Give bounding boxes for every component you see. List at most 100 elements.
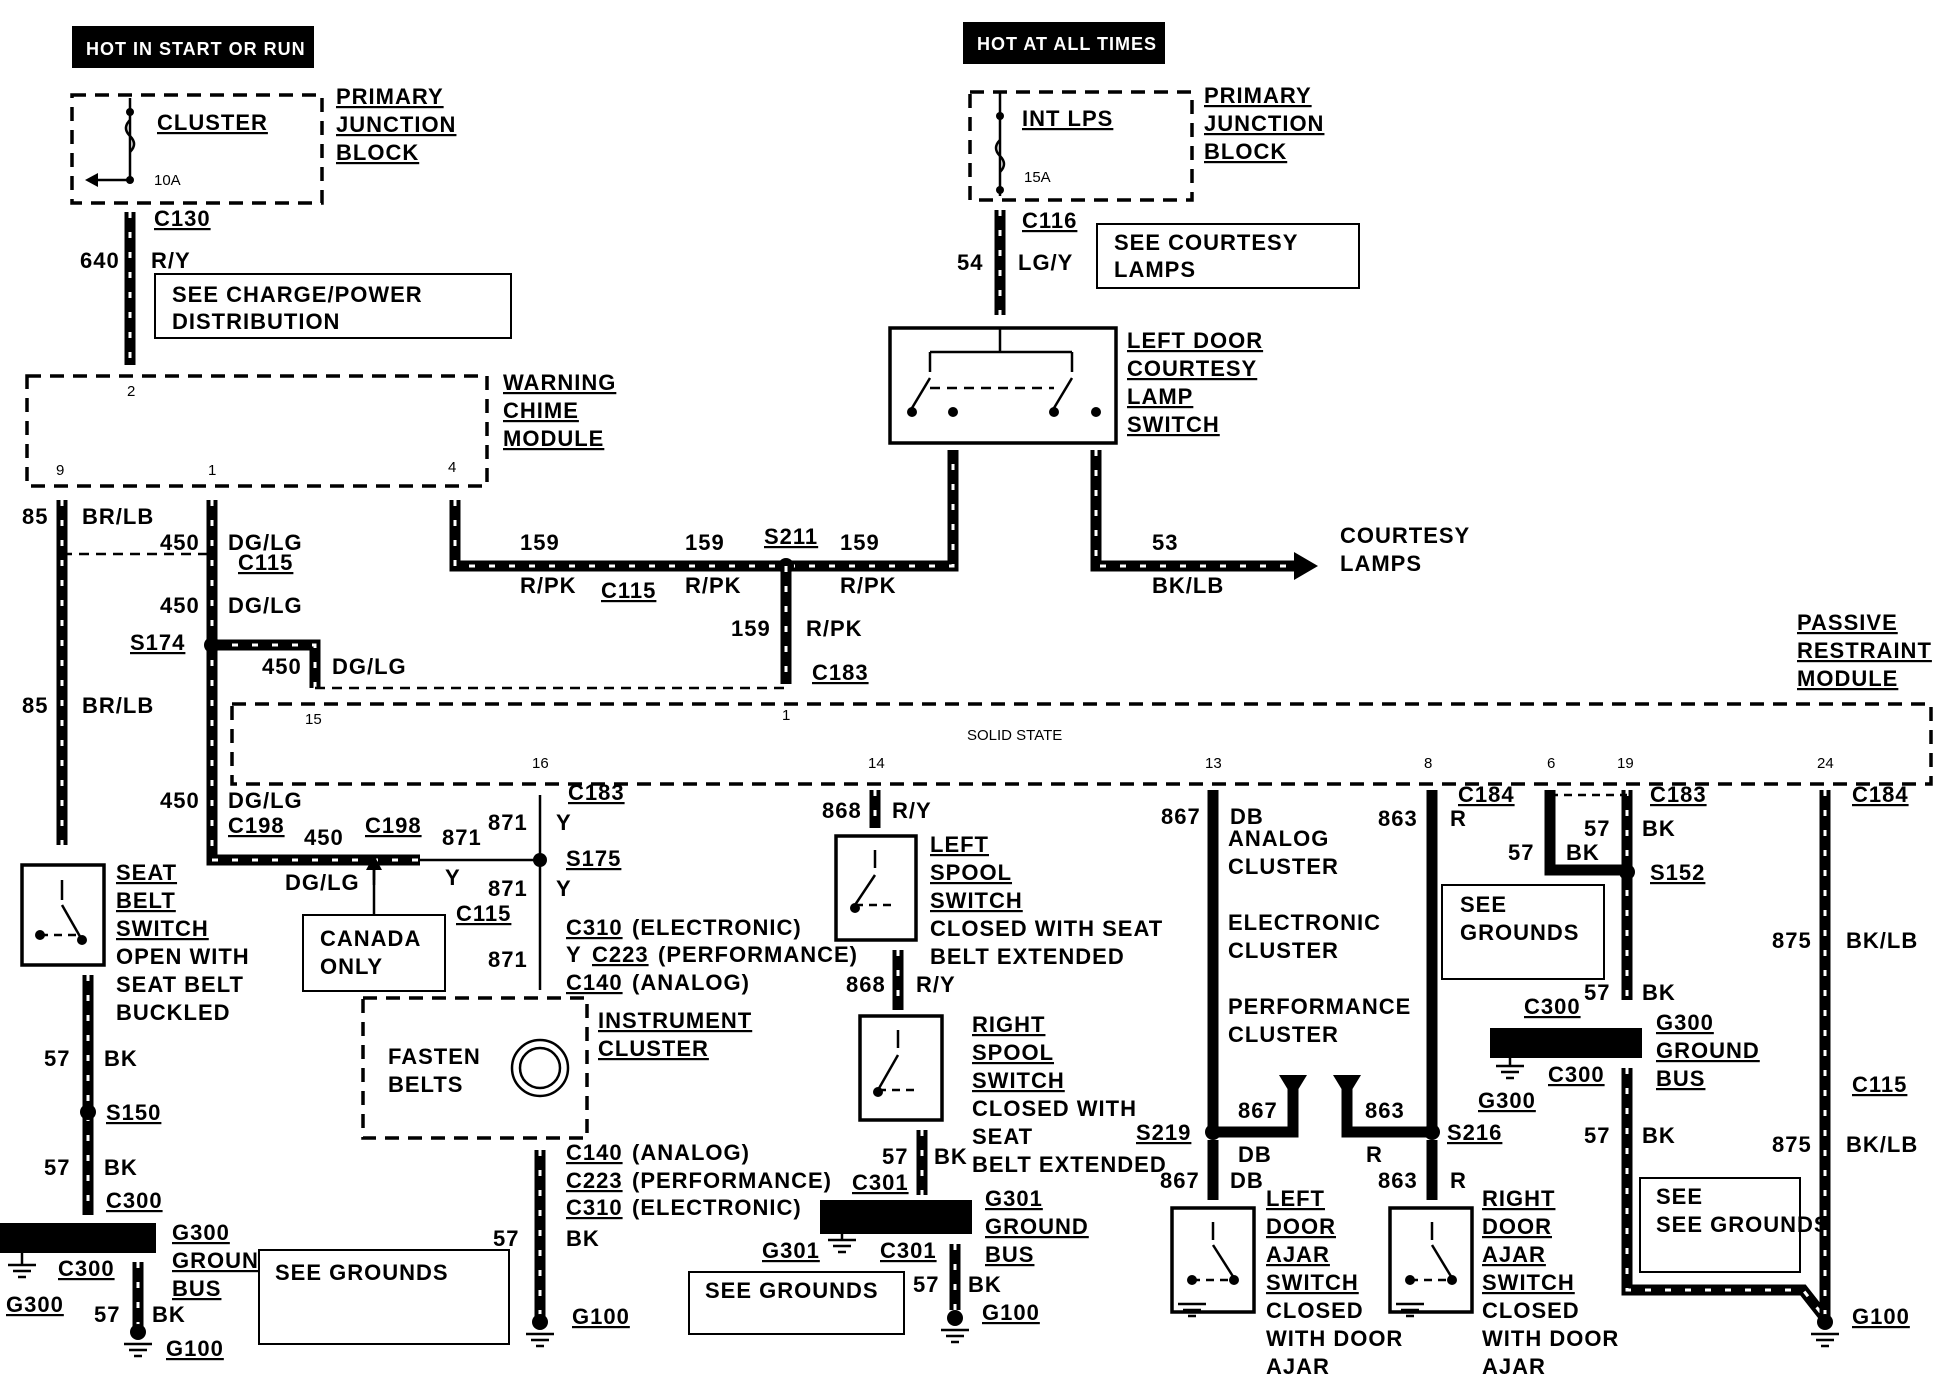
svg-text:SWITCH: SWITCH <box>116 916 209 941</box>
svg-text:R/PK: R/PK <box>806 616 863 641</box>
svg-text:S152: S152 <box>1650 860 1705 885</box>
svg-text:C115: C115 <box>1852 1072 1907 1097</box>
svg-text:C140: C140 <box>566 1140 623 1165</box>
svg-text:LG/Y: LG/Y <box>1018 250 1073 275</box>
svg-text:CANADA: CANADA <box>320 926 421 951</box>
canada-only-note: CANADA ONLY <box>302 855 446 992</box>
svg-text:SPOOL: SPOOL <box>972 1040 1054 1065</box>
svg-text:BELT EXTENDED: BELT EXTENDED <box>930 944 1125 969</box>
svg-text:BR/LB: BR/LB <box>82 693 154 718</box>
circuit-867-wire: 867 DB ANALOG CLUSTER ELECTRONIC CLUSTER… <box>1136 790 1411 1200</box>
circuit-640-wire: C130 640 R/Y <box>80 206 211 365</box>
svg-text:BR/LB: BR/LB <box>82 504 154 529</box>
svg-text:AJAR: AJAR <box>1482 1354 1546 1376</box>
svg-text:PERFORMANCE: PERFORMANCE <box>1228 994 1411 1019</box>
svg-text:GROUNDS: GROUNDS <box>1460 920 1579 945</box>
circuit-875-wire: C184 875 BK/LB C115 875 BK/LB G100 <box>1772 782 1918 1348</box>
see-grounds-note-4: SEE SEE GROUNDS <box>1639 1177 1829 1273</box>
svg-text:DB: DB <box>1230 804 1264 829</box>
svg-text:863: 863 <box>1365 1098 1405 1123</box>
svg-text:C130: C130 <box>154 206 211 231</box>
svg-text:450: 450 <box>160 530 200 555</box>
svg-text:BK: BK <box>934 1144 968 1169</box>
svg-text:INSTRUMENT: INSTRUMENT <box>598 1008 752 1033</box>
svg-text:19: 19 <box>1617 755 1634 772</box>
svg-text:LAMPS: LAMPS <box>1340 551 1422 576</box>
circuit-450-wire: 450 DG/LG C115 450 DG/LG S174 450 DG/LG … <box>130 500 786 895</box>
svg-text:871: 871 <box>488 810 528 835</box>
svg-text:14: 14 <box>868 755 885 772</box>
right-door-ajar-switch: RIGHT DOOR AJAR SWITCH CLOSED WITH DOOR … <box>1388 1186 1619 1376</box>
svg-text:R/PK: R/PK <box>520 573 577 598</box>
svg-text:DISTRIBUTION: DISTRIBUTION <box>172 309 340 334</box>
svg-text:(ELECTRONIC): (ELECTRONIC) <box>632 915 802 940</box>
svg-text:R/Y: R/Y <box>892 798 932 823</box>
svg-text:SEE COURTESY: SEE COURTESY <box>1114 230 1298 255</box>
svg-text:S174: S174 <box>130 630 185 655</box>
svg-text:R/PK: R/PK <box>685 573 742 598</box>
svg-text:CLUSTER: CLUSTER <box>1228 1022 1339 1047</box>
svg-text:DG/LG: DG/LG <box>228 593 303 618</box>
svg-text:SPOOL: SPOOL <box>930 860 1012 885</box>
svg-text:(PERFORMANCE): (PERFORMANCE) <box>658 942 858 967</box>
svg-text:DG/LG: DG/LG <box>332 654 407 679</box>
svg-text:G300: G300 <box>6 1292 64 1317</box>
svg-text:C301: C301 <box>880 1238 937 1263</box>
svg-text:57: 57 <box>44 1046 70 1071</box>
svg-text:COURTESY: COURTESY <box>1127 356 1257 381</box>
svg-text:GROUND: GROUND <box>172 1248 276 1273</box>
svg-text:C183: C183 <box>568 780 625 805</box>
svg-text:C300: C300 <box>1524 994 1581 1019</box>
svg-text:(ANALOG): (ANALOG) <box>632 1140 750 1165</box>
svg-text:(ANALOG): (ANALOG) <box>632 970 750 995</box>
svg-text:G300: G300 <box>172 1220 230 1245</box>
svg-text:C310: C310 <box>566 915 623 940</box>
circuit-85-wire: 85 BR/LB 85 BR/LB <box>22 500 208 845</box>
svg-text:CLOSED WITH: CLOSED WITH <box>972 1096 1137 1121</box>
svg-text:1: 1 <box>208 462 216 479</box>
svg-text:C115: C115 <box>601 578 656 603</box>
see-grounds-note-1: SEE GROUNDS <box>258 1249 510 1345</box>
svg-text:GROUND: GROUND <box>1656 1038 1760 1063</box>
svg-text:RESTRAINT: RESTRAINT <box>1797 638 1932 663</box>
svg-text:BK: BK <box>1566 840 1600 865</box>
svg-text:BK/LB: BK/LB <box>1846 1132 1918 1157</box>
svg-text:57: 57 <box>1584 1123 1610 1148</box>
svg-text:S150: S150 <box>106 1100 161 1125</box>
svg-text:G300: G300 <box>1656 1010 1714 1035</box>
circuit-863-wire: 863 R C184 863 R S216 863 R <box>1333 782 1514 1200</box>
cluster-ground-wire: C140 (ANALOG) C223 (PERFORMANCE) C310 (E… <box>493 1140 831 1348</box>
svg-text:C183: C183 <box>812 660 869 685</box>
primary-junction-block-right: INT LPS 15A PRIMARY JUNCTION BLOCK <box>968 83 1323 202</box>
svg-text:57: 57 <box>44 1155 70 1180</box>
svg-text:57: 57 <box>882 1144 908 1169</box>
svg-text:G300: G300 <box>1478 1088 1536 1113</box>
svg-text:DG/LG: DG/LG <box>228 530 303 555</box>
svg-text:S216: S216 <box>1447 1120 1502 1145</box>
svg-text:S211: S211 <box>764 524 818 549</box>
svg-text:R: R <box>1450 806 1467 831</box>
svg-text:871: 871 <box>488 947 528 972</box>
svg-text:S219: S219 <box>1136 1120 1191 1145</box>
svg-text:9: 9 <box>56 462 64 479</box>
svg-text:ANALOG: ANALOG <box>1228 826 1329 851</box>
svg-text:450: 450 <box>160 593 200 618</box>
svg-text:WITH DOOR: WITH DOOR <box>1482 1326 1619 1351</box>
svg-text:G301: G301 <box>762 1238 820 1263</box>
svg-text:RIGHT: RIGHT <box>972 1012 1045 1037</box>
circuit-54-wire: C116 54 LG/Y <box>957 208 1076 315</box>
svg-text:57: 57 <box>1508 840 1534 865</box>
svg-text:159: 159 <box>520 530 560 555</box>
svg-text:C198: C198 <box>365 813 422 838</box>
svg-text:ELECTRONIC: ELECTRONIC <box>1228 910 1381 935</box>
svg-text:85: 85 <box>22 693 48 718</box>
svg-text:DG/LG: DG/LG <box>228 788 303 813</box>
svg-text:450: 450 <box>262 654 302 679</box>
svg-text:868: 868 <box>846 972 886 997</box>
svg-text:16: 16 <box>532 755 549 772</box>
svg-text:ONLY: ONLY <box>320 954 383 979</box>
svg-text:863: 863 <box>1378 1168 1418 1193</box>
svg-text:BK: BK <box>104 1046 138 1071</box>
header-hot-all-times: HOT AT ALL TIMES <box>963 22 1165 64</box>
